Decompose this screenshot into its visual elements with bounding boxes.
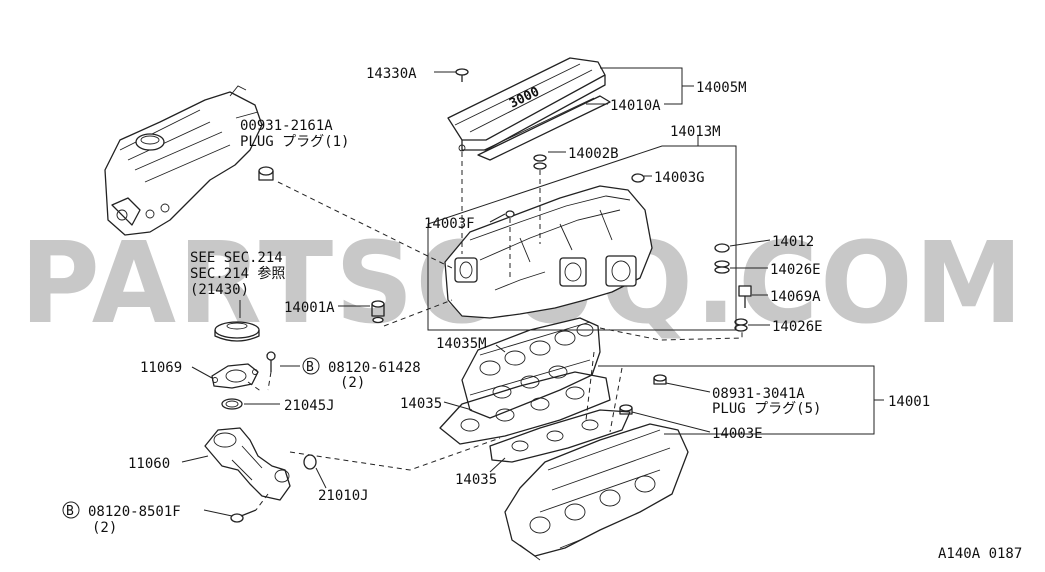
upper-cover-illustration: 3000 <box>447 57 611 161</box>
engine-overview-illustration <box>104 85 263 236</box>
circle-b-marker-upper: B <box>302 357 320 375</box>
circle-b-letter-lower: B <box>66 504 74 519</box>
gasket-21045J-illustration <box>221 398 243 410</box>
label-14069A: 14069A <box>770 289 821 305</box>
label-qty-2-lower: (2) <box>92 520 117 536</box>
label-14035-upper: 14035 <box>400 396 442 412</box>
label-08120-61428: 08120-61428 <box>328 360 421 376</box>
label-11060: 11060 <box>128 456 170 472</box>
label-see-sec-214: SEE SEC.214 <box>190 250 283 266</box>
label-14005M: 14005M <box>696 80 747 96</box>
label-14003E: 14003E <box>712 426 763 442</box>
label-14035-lower: 14035 <box>455 472 497 488</box>
label-14012: 14012 <box>772 234 814 250</box>
radiator-cap-21430-illustration <box>214 321 260 342</box>
label-08931-3041A: 08931-3041A <box>712 386 805 402</box>
manifold-gasket-lower-illustration <box>489 409 631 463</box>
label-00931-2161A: 00931-2161A <box>240 118 333 134</box>
stud-assembly-illustration <box>714 243 752 332</box>
water-inlet-11060-illustration <box>204 427 291 501</box>
label-sec-214-ref: SEC.214 参照 <box>190 265 285 282</box>
plug-14003E-illustration <box>619 404 633 415</box>
label-plug-1: PLUG プラグ(1) <box>240 134 349 150</box>
washer-14002B-illustration <box>533 154 547 170</box>
assembly-dashed-lines <box>247 152 743 511</box>
label-21430: (21430) <box>190 282 249 298</box>
frame-lines <box>427 67 884 435</box>
label-14001A: 14001A <box>284 300 335 316</box>
cylinder-head-illustration <box>504 423 689 561</box>
label-14003F: 14003F <box>424 216 475 232</box>
label-14001: 14001 <box>888 394 930 410</box>
label-14330A: 14330A <box>366 66 417 82</box>
manifold-gasket-upper-illustration <box>439 371 611 445</box>
plug-08931-3041A-illustration <box>653 374 667 385</box>
label-14002B: 14002B <box>568 146 619 162</box>
o-ring-21010J-illustration <box>303 454 317 470</box>
diagram-code: A140A 0187 <box>938 546 1022 562</box>
intake-collector-illustration <box>444 173 653 319</box>
label-14026E-upper: 14026E <box>770 262 821 278</box>
label-21010J: 21010J <box>318 488 369 504</box>
label-11069: 11069 <box>140 360 182 376</box>
label-14035M: 14035M <box>436 336 487 352</box>
bolt-14330A-illustration <box>455 68 469 82</box>
label-08120-8501F: 08120-8501F <box>88 504 181 520</box>
circle-b-letter-upper: B <box>306 360 314 375</box>
label-qty-2-upper: (2) <box>340 375 365 391</box>
label-14026E-lower: 14026E <box>772 319 823 335</box>
leader-lines <box>181 71 771 517</box>
label-14010A: 14010A <box>610 98 661 114</box>
label-plug-5: PLUG プラグ(5) <box>712 401 821 417</box>
label-14013M: 14013M <box>670 124 721 140</box>
water-outlet-11069-illustration <box>211 363 259 389</box>
bolt-08120-8501F-illustration <box>230 509 257 523</box>
circle-b-marker-lower: B <box>62 501 80 519</box>
plug-00931-2161A-illustration <box>258 166 274 181</box>
label-14003G: 14003G <box>654 170 705 186</box>
nut-14001A-illustration <box>371 300 385 324</box>
part-labels: 14330A 14005M 14010A 14013M 14002B 14003… <box>62 66 1022 562</box>
label-21045J: 21045J <box>284 398 335 414</box>
